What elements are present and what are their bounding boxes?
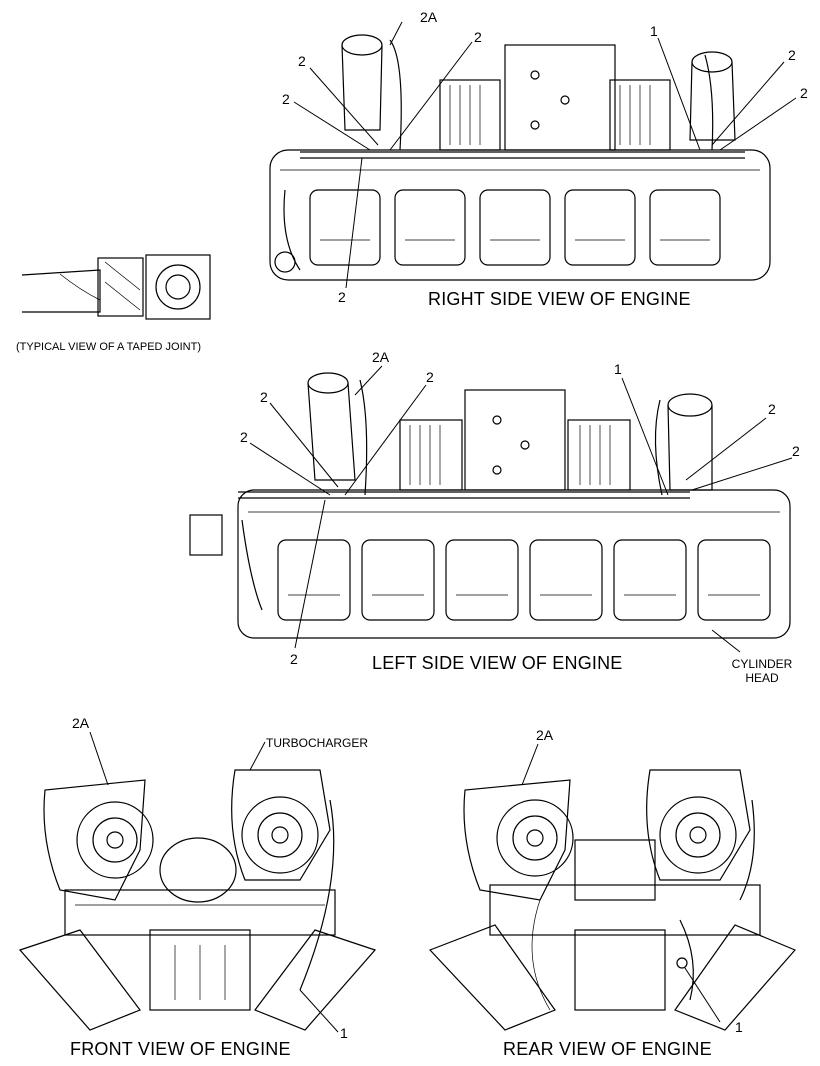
front-view-title: FRONT VIEW OF ENGINE (70, 1039, 291, 1059)
callout-1-rear: 1 (735, 1019, 743, 1035)
callout-2-right-b: 2 (298, 53, 306, 69)
rear-view-engine-drawing (428, 769, 797, 1031)
callout-leader-lines (89, 21, 797, 1033)
callout-1-right: 1 (650, 23, 658, 39)
callout-2-right-f: 2 (800, 85, 808, 101)
left-side-engine-drawing (189, 372, 791, 639)
turbocharger-label: TURBOCHARGER (266, 736, 369, 750)
callout-2-left-b: 2 (260, 389, 268, 405)
cylinder-head-line-1: CYLINDER (731, 657, 793, 671)
taped-joint-drawing (21, 254, 211, 320)
left-side-view-title: LEFT SIDE VIEW OF ENGINE (372, 653, 623, 673)
callout-2-left-a: 2 (426, 369, 434, 385)
callout-2a-left: 2A (372, 349, 390, 365)
callout-1-front: 1 (340, 1025, 348, 1041)
callout-2-left-d: 2 (290, 651, 298, 667)
callout-2-right-e: 2 (788, 47, 796, 63)
front-view-engine-drawing (18, 769, 377, 1031)
callout-2a-rear: 2A (536, 727, 554, 743)
callout-1-left: 1 (614, 361, 622, 377)
callout-2-left-c: 2 (240, 429, 248, 445)
cylinder-head-line-2: HEAD (745, 670, 779, 685)
callout-2a-right: 2A (420, 9, 438, 25)
cylinder-head-label: CYLINDER HEAD (722, 657, 802, 686)
callout-2-right-d: 2 (338, 289, 346, 305)
callout-2-left-f: 2 (792, 443, 800, 459)
right-side-engine-drawing (269, 34, 771, 281)
rear-view-title: REAR VIEW OF ENGINE (503, 1039, 712, 1059)
taped-joint-caption: (TYPICAL VIEW OF A TAPED JOINT) (16, 341, 201, 353)
callout-2-right-c: 2 (282, 91, 290, 107)
callout-2-left-e: 2 (768, 401, 776, 417)
right-side-view-title: RIGHT SIDE VIEW OF ENGINE (428, 289, 691, 309)
callout-2a-front: 2A (72, 715, 90, 731)
callout-2-right-a: 2 (474, 29, 482, 45)
